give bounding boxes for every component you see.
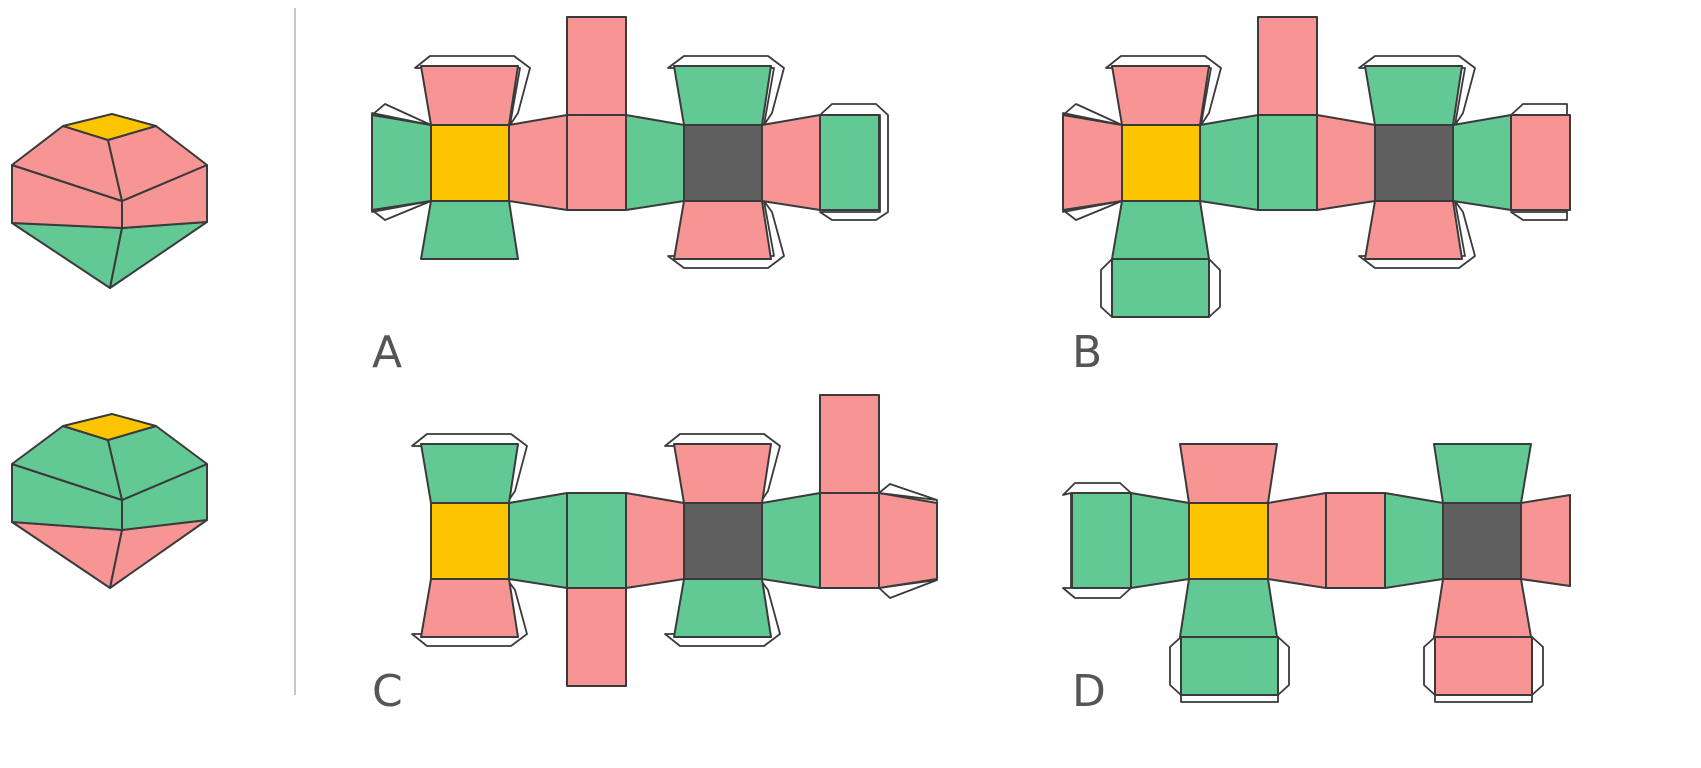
net-face <box>420 443 519 504</box>
option-label-b: B <box>1072 327 1102 378</box>
net-face <box>566 114 627 211</box>
net-face <box>420 578 519 638</box>
net-face <box>1111 65 1210 126</box>
net-face <box>420 200 519 260</box>
option-label-c: C <box>372 666 403 717</box>
solid-bottom-face <box>11 521 123 589</box>
net-tab <box>1423 636 1436 696</box>
net-face <box>508 114 568 211</box>
net-face <box>1188 502 1269 580</box>
net-face <box>1433 578 1532 638</box>
net-face <box>1130 492 1190 589</box>
solid-bottom-face <box>109 221 208 289</box>
net-face <box>625 114 685 211</box>
net-face <box>1364 200 1463 260</box>
net-tab <box>1180 694 1279 703</box>
option-label-a: A <box>372 327 402 378</box>
net-face <box>625 492 685 589</box>
net-face <box>819 394 880 494</box>
net-face <box>761 114 821 211</box>
net-face <box>1384 492 1444 589</box>
net-face <box>1071 492 1132 589</box>
net-option-b: B <box>1062 16 1571 378</box>
net-option-a: A <box>371 16 889 378</box>
net-face <box>1520 494 1571 587</box>
option-label-d: D <box>1072 666 1106 717</box>
net-face <box>430 502 510 580</box>
net-face <box>878 492 938 589</box>
net-face <box>1062 114 1123 211</box>
net-face <box>673 578 772 638</box>
net-face <box>819 114 880 211</box>
net-face <box>673 200 772 260</box>
net-face <box>430 124 510 202</box>
net-face <box>1180 636 1279 696</box>
net-face <box>1111 200 1210 260</box>
net-face <box>1316 114 1376 211</box>
net-face <box>1364 65 1463 126</box>
net-face <box>1199 114 1259 211</box>
net-face <box>673 65 772 126</box>
solid-bottom-face <box>11 222 123 289</box>
net-face <box>1121 124 1201 202</box>
net-face <box>1452 114 1512 211</box>
net-tab <box>1100 258 1113 318</box>
net-face <box>1442 502 1522 580</box>
net-face <box>566 492 627 589</box>
net-face <box>819 492 880 589</box>
net-tab <box>1434 694 1533 703</box>
net-tab <box>1531 636 1544 696</box>
solid-green-sides <box>11 413 208 589</box>
net-face <box>1111 258 1210 318</box>
net-face <box>683 124 763 202</box>
solid-red-sides <box>11 113 208 289</box>
net-face <box>566 587 627 687</box>
net-face <box>1267 492 1327 589</box>
net-face <box>1257 114 1318 211</box>
net-face <box>1179 578 1278 638</box>
solid-top-face <box>62 413 157 441</box>
net-face <box>1325 492 1386 589</box>
net-face <box>1374 124 1454 202</box>
net-face <box>683 502 763 580</box>
net-face <box>1433 443 1532 504</box>
net-tab <box>1169 636 1182 696</box>
net-face <box>371 114 432 211</box>
net-face <box>761 492 821 589</box>
net-face <box>1434 636 1533 696</box>
net-face <box>420 65 519 126</box>
net-option-d: D <box>1062 443 1571 717</box>
net-face <box>508 492 568 589</box>
solid-top-face <box>62 113 157 141</box>
net-option-c: C <box>372 394 938 717</box>
net-face <box>1179 443 1278 504</box>
net-tab <box>1208 258 1221 318</box>
net-face <box>1257 16 1318 116</box>
net-face <box>1510 114 1571 211</box>
net-face <box>673 443 772 504</box>
net-face <box>566 16 627 116</box>
net-tab <box>1277 636 1290 696</box>
